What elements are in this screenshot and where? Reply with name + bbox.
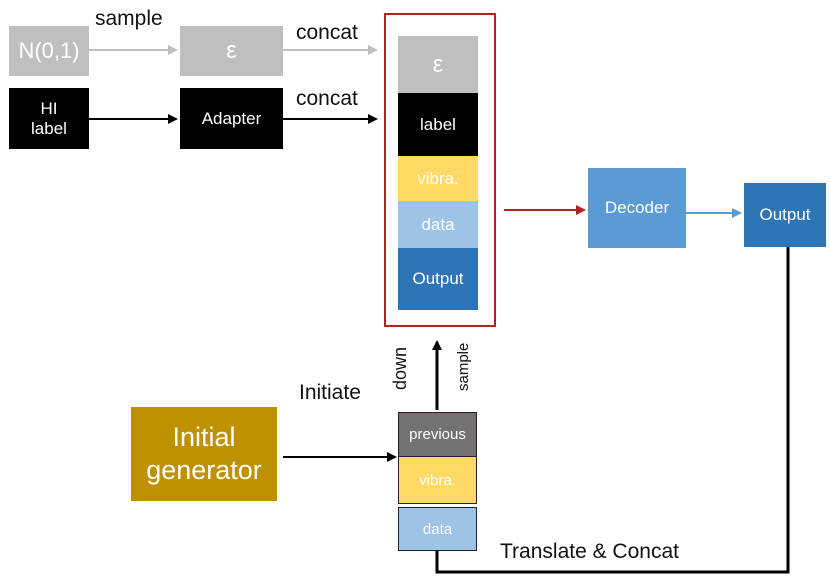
bottom-data-label: data xyxy=(422,520,453,538)
stack-data: data xyxy=(398,201,478,248)
hi-label-node: HI label xyxy=(9,88,89,149)
edge-label-down: down xyxy=(390,346,410,390)
stack-vibra: vibra. xyxy=(398,156,478,201)
bottom-previous-label: previous xyxy=(409,426,466,443)
initial-generator-label: Initial generator xyxy=(146,422,262,485)
hi-label-text: HI label xyxy=(31,98,67,138)
initial-generator-node: Initial generator xyxy=(131,407,277,501)
stack-vibra-label: vibra. xyxy=(417,168,459,188)
bottom-previous: previous xyxy=(398,412,477,457)
noise-label: N(0,1) xyxy=(18,38,80,63)
edge-label-initiate: Initiate xyxy=(299,381,361,404)
edge-label-sample: sample xyxy=(95,7,163,30)
decoder-label: Decoder xyxy=(604,198,670,217)
stack-epsilon-label: ε xyxy=(432,50,444,78)
output-label: Output xyxy=(759,205,811,224)
adapter-label: Adapter xyxy=(201,108,262,128)
bottom-vibra-label: vibra. xyxy=(419,471,456,489)
decoder-node: Decoder xyxy=(588,168,686,248)
stack-epsilon: ε xyxy=(398,36,478,93)
edge-label-concat-mid: concat xyxy=(296,87,358,110)
output-node: Output xyxy=(744,183,826,247)
epsilon-node: ε xyxy=(180,26,283,76)
bottom-data: data xyxy=(398,507,477,551)
adapter-node: Adapter xyxy=(180,88,283,149)
stack-frame xyxy=(384,13,496,327)
bottom-vibra: vibra. xyxy=(398,457,477,504)
edge-label-translate: Translate & Concat xyxy=(500,540,679,563)
edge-label-concat-top: concat xyxy=(296,21,358,44)
stack-label-text: label xyxy=(420,114,456,134)
noise-node: N(0,1) xyxy=(9,26,89,76)
feedback-translate-concat xyxy=(435,247,790,574)
stack-label: label xyxy=(398,93,478,156)
epsilon-label: ε xyxy=(226,37,237,64)
edge-label-sample-vertical: sample xyxy=(455,342,472,391)
stack-output: Output xyxy=(398,248,478,310)
stack-data-label: data xyxy=(421,214,455,234)
stack-output-label: Output xyxy=(412,269,464,288)
